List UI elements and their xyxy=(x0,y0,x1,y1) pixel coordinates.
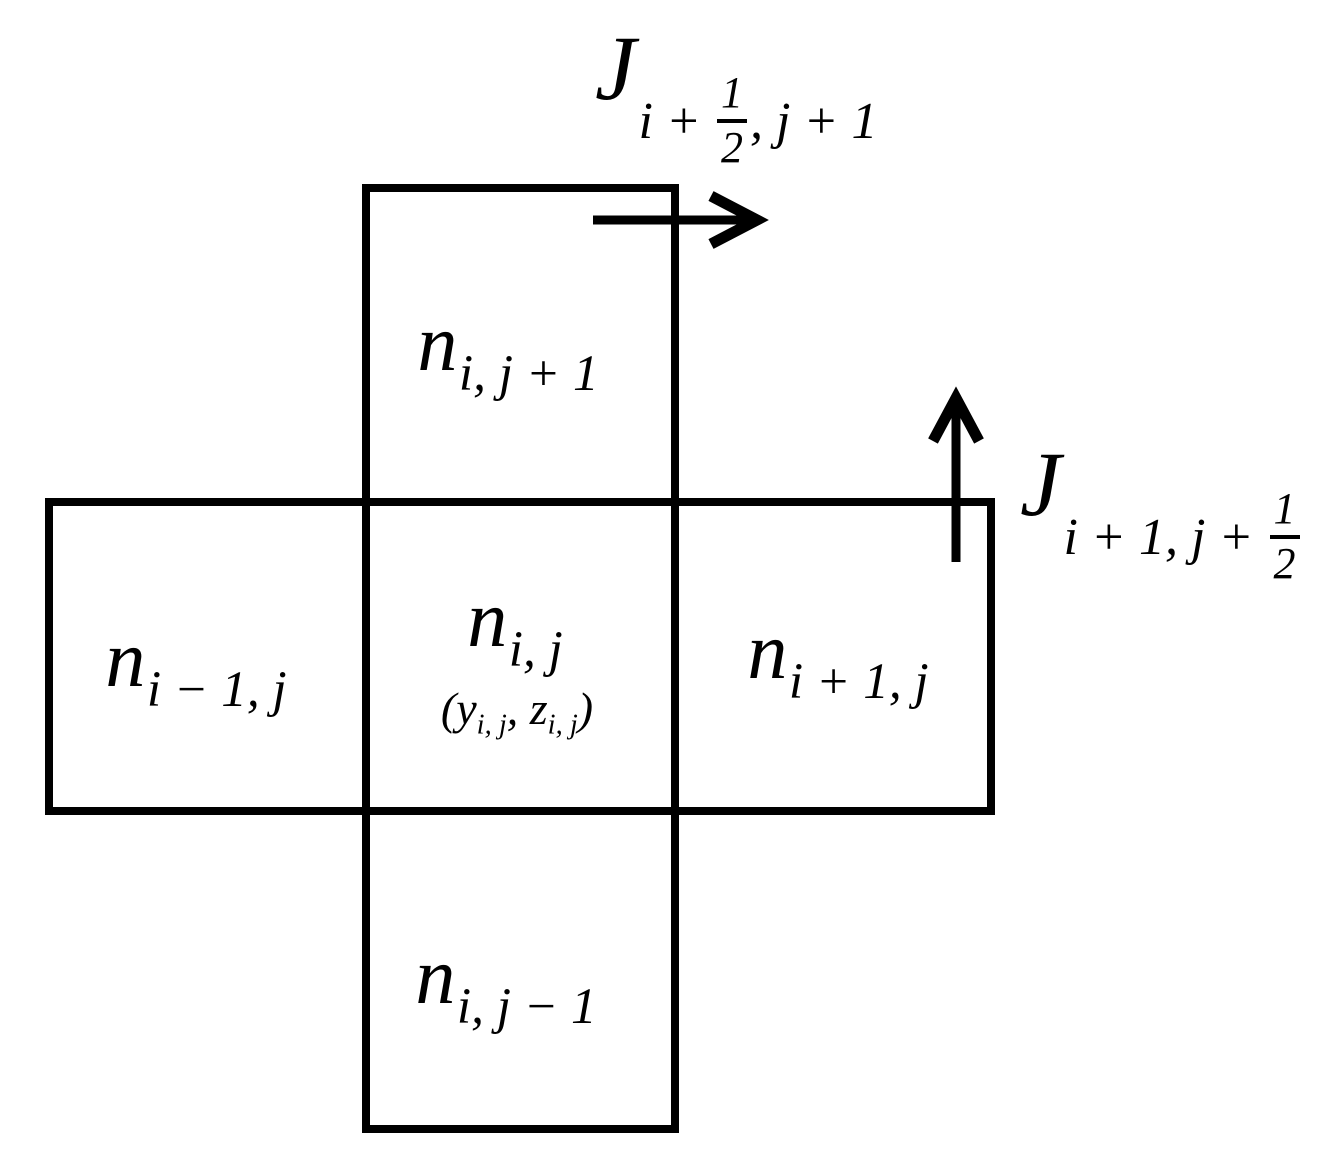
coord-sub-z: i, j xyxy=(547,709,578,741)
flux-label-top-base: J xyxy=(595,17,636,119)
flux-top-sub-before: i + xyxy=(638,93,714,150)
center-cell-coordinates: (yi, j, zi, j) xyxy=(441,686,593,740)
coord-mid: , z xyxy=(506,683,548,735)
cell-label-right-subscript: i + 1, j xyxy=(788,653,929,711)
coord-close: ) xyxy=(577,683,594,735)
horizontal-cell-row-rect xyxy=(45,498,995,815)
flux-top-sub-after: , j + 1 xyxy=(749,93,878,150)
cell-label-center-base: n xyxy=(467,576,508,665)
cell-label-bottom: ni, j − 1 xyxy=(415,937,596,1033)
cell-label-top-base: n xyxy=(417,300,458,389)
cell-label-center: ni, j xyxy=(467,580,563,676)
cell-label-left: ni − 1, j xyxy=(105,620,286,716)
cell-label-left-base: n xyxy=(105,616,146,705)
cell-label-right-base: n xyxy=(747,608,788,697)
cell-label-bottom-subscript: i, j − 1 xyxy=(456,978,597,1036)
flux-top-fraction-numerator: 1 xyxy=(716,69,747,123)
flux-right-fraction-numerator: 1 xyxy=(1269,485,1300,539)
coord-open: (y xyxy=(440,683,477,735)
cell-label-center-subscript: i, j xyxy=(508,621,563,679)
flux-label-right-base: J xyxy=(1020,433,1061,535)
flux-right-sub-before: i + 1, j + xyxy=(1063,509,1267,566)
cell-label-top: ni, j + 1 xyxy=(417,304,598,400)
cell-label-bottom-base: n xyxy=(415,933,456,1022)
cell-label-top-subscript: i, j + 1 xyxy=(458,345,599,403)
flux-top-fraction-denominator: 2 xyxy=(720,122,743,172)
flux-right-fraction-denominator: 2 xyxy=(1273,538,1296,588)
coord-sub-y: i, j xyxy=(476,709,507,741)
vertical-cell-column-rect xyxy=(362,184,679,1133)
cell-label-right: ni + 1, j xyxy=(747,612,928,708)
cell-label-left-subscript: i − 1, j xyxy=(146,661,287,719)
